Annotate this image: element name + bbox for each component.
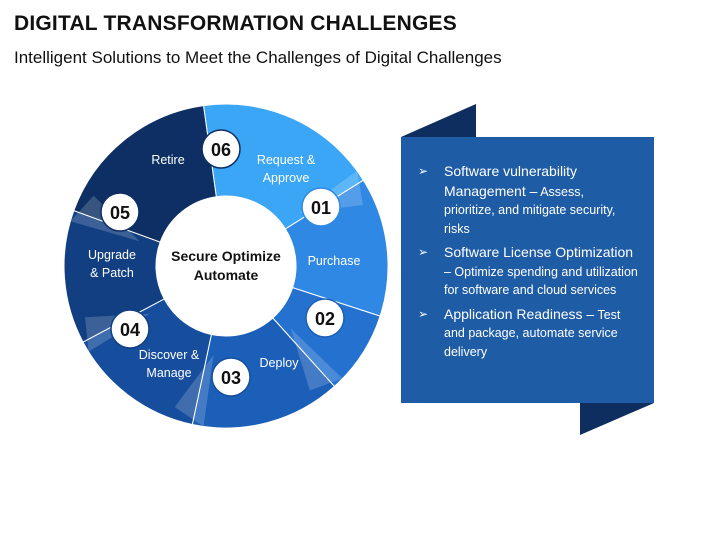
panel-back-top — [401, 104, 476, 137]
step-badge-03: 03 — [211, 357, 251, 397]
challenge-item-license: ➢ Software License Optimization – Optimi… — [416, 243, 638, 300]
step-label-upgrade: Upgrade — [88, 248, 136, 262]
step-label-request: Request & — [257, 153, 316, 167]
page-subtitle: Intelligent Solutions to Meet the Challe… — [14, 48, 502, 67]
challenge-item-vulnerability: ➢ Software vulnerability Management – As… — [416, 162, 638, 238]
challenge-lead: Software vulnerability Management – — [444, 163, 578, 199]
bullet-arrow-icon: ➢ — [418, 245, 429, 259]
svg-text:06: 06 — [211, 140, 231, 160]
svg-text:05: 05 — [110, 203, 130, 223]
svg-text:03: 03 — [221, 368, 241, 388]
challenge-list: ➢ Software vulnerability Management – As… — [416, 162, 638, 366]
segment-arrow-accent — [174, 355, 214, 427]
bullet-arrow-icon: ➢ — [418, 164, 429, 178]
step-badge-02: 02 — [305, 298, 345, 338]
challenge-item-readiness: ➢ Application Readiness – Test and packa… — [416, 305, 638, 362]
step-label-patch: & Patch — [90, 266, 134, 280]
center-text-line1: Secure Optimize — [171, 248, 281, 264]
svg-text:04: 04 — [120, 320, 140, 340]
svg-text:01: 01 — [311, 198, 331, 218]
panel-front — [401, 137, 654, 403]
page-title: DIGITAL TRANSFORMATION CHALLENGES — [14, 12, 457, 35]
svg-text:02: 02 — [315, 309, 335, 329]
challenge-detail: Test and package, automate service deliv… — [444, 307, 621, 359]
center-circle — [160, 200, 292, 332]
step-label-deploy: Deploy — [260, 356, 300, 370]
step-label-approve: Approve — [263, 171, 310, 185]
step-label-manage: Manage — [146, 366, 191, 380]
step-badge-01: 01 — [301, 187, 341, 227]
step-label-retire: Retire — [151, 153, 184, 167]
step-badge-06: 06 — [201, 129, 241, 169]
segment-arrow-accent — [290, 328, 343, 391]
step-label-purchase: Purchase — [308, 254, 361, 268]
challenge-lead: Software License Optimization — [444, 244, 634, 260]
challenge-detail: – Optimize spending and utilization for … — [444, 264, 638, 298]
step-badge-05: 05 — [100, 192, 140, 232]
panel-back-bottom — [580, 403, 654, 435]
bullet-arrow-icon: ➢ — [418, 306, 429, 321]
center-text-line2: Automate — [194, 267, 259, 283]
seg-deploy — [191, 317, 336, 429]
step-label-discover: Discover & — [139, 348, 200, 362]
step-badge-04: 04 — [110, 309, 150, 349]
challenge-lead: Application Readiness – — [444, 305, 595, 322]
challenge-detail: Assess, prioritize, and mitigate securit… — [444, 184, 616, 236]
